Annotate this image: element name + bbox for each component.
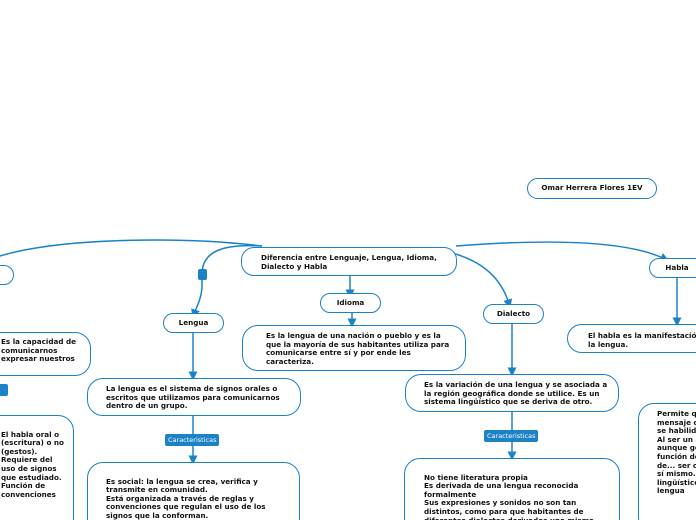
author-label: Omar Herrera Flores 1EV [541, 183, 643, 193]
dialecto-definition-text: Es la variación de una lengua y se asoci… [424, 380, 608, 407]
idioma-label: Idioma [336, 297, 365, 307]
habla-node[interactable]: Habla [649, 258, 696, 278]
habla-characteristics-text: Permite que el mensaje de la lengua se h… [657, 409, 696, 496]
lenguaje-characteristics-text: El habla oral o (escritura) o no (gestos… [1, 429, 64, 499]
author-node[interactable]: Omar Herrera Flores 1EV [527, 178, 657, 199]
habla-label: Habla [665, 262, 689, 272]
lengua-characteristics-text: Es social: la lengua se crea, verifica y… [106, 476, 279, 520]
link-central-dialecto [451, 252, 513, 309]
idioma-definition-node[interactable]: Es la lengua de una nación o pueblo y es… [242, 325, 466, 371]
central-topic-label: Diferencia entre Lenguaje, Lengua, Idiom… [261, 253, 437, 271]
dialecto-definition-node[interactable]: Es la variación de una lengua y se asoci… [405, 374, 619, 412]
habla-definition-text: El habla es la manifestación de la lengu… [588, 331, 696, 349]
dialecto-label: Dialecto [496, 308, 531, 318]
dialecto-characteristics-text: No tiene literatura propia Es derivada d… [424, 472, 594, 520]
lengua-characteristics-node[interactable]: Es social: la lengua se crea, verifica y… [87, 462, 300, 520]
lengua-definition-node[interactable]: La lengua es el sistema de signos orales… [87, 378, 301, 416]
link-central-habla [455, 241, 670, 262]
lengua-node[interactable]: Lengua [163, 313, 224, 333]
lengua-definition-text: La lengua es el sistema de signos orales… [106, 384, 280, 411]
link-central-lenguaje [0, 239, 263, 257]
lenguaje-definition-node[interactable]: Es la capacidad de comunicarnos expresar… [0, 332, 91, 376]
dialecto-characteristics-node[interactable]: No tiene literatura propia Es derivada d… [404, 458, 620, 520]
idioma-node[interactable]: Idioma [320, 293, 381, 313]
idioma-definition-text: Es la lengua de una nación o pueblo y es… [266, 331, 450, 366]
lengua-label: Lengua [178, 317, 209, 327]
lengua-characteristics-tag[interactable]: Caracteristicas [165, 434, 220, 446]
lenguaje-tag[interactable] [0, 384, 8, 396]
collapse-handle[interactable] [198, 269, 207, 280]
lenguaje-characteristics-node[interactable]: El habla oral o (escritura) o no (gestos… [0, 415, 74, 520]
central-topic-node[interactable]: Diferencia entre Lenguaje, Lengua, Idiom… [241, 247, 457, 276]
lenguaje-definition-text: Es la capacidad de comunicarnos expresar… [1, 337, 76, 364]
dialecto-node[interactable]: Dialecto [483, 304, 544, 324]
habla-definition-node[interactable]: El habla es la manifestación de la lengu… [567, 324, 696, 353]
habla-characteristics-node[interactable]: Permite que el mensaje de la lengua se h… [638, 403, 696, 520]
lenguaje-node[interactable] [0, 265, 14, 285]
dialecto-characteristics-tag[interactable]: Caracteristicas [484, 430, 539, 442]
